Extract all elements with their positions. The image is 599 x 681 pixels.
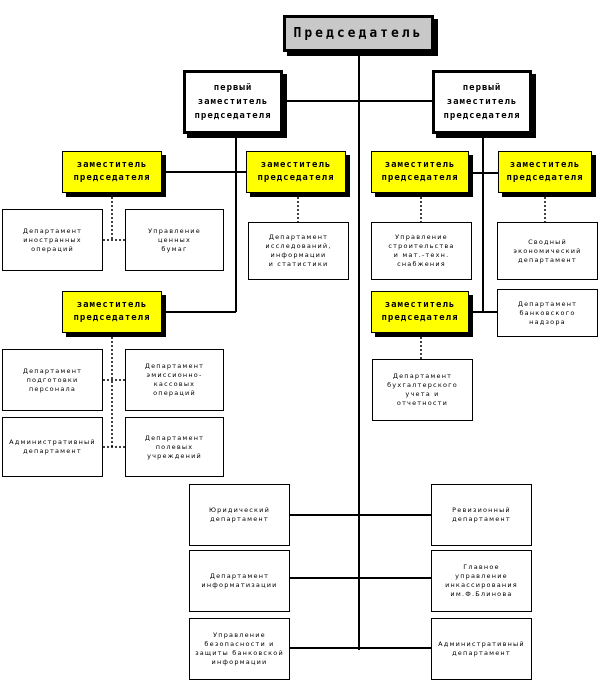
dept-emission: Департамент эмиссионно- кассовых операци… (125, 349, 224, 411)
chairman-box: Председатель (283, 15, 434, 52)
deputy-right-top-b: заместитель председателя (498, 151, 592, 193)
dept-field: Департамент полевых учреждений (125, 417, 224, 477)
dept-bank-supervision: Департамент банковского надзора (497, 289, 598, 337)
dept-foreign-operations: Департамент иностранных операций (2, 209, 103, 271)
deputy-left-bottom: заместитель председателя (62, 291, 162, 333)
dept-personnel: Департамент подготовки персонала (2, 349, 103, 411)
deputy-right-mid: заместитель председателя (371, 291, 469, 333)
dept-informatization: Департамент информатизации (189, 550, 290, 612)
dept-legal: Юридический департамент (189, 484, 290, 546)
dept-main-directorate: Главное управление инкассирования им.Ф.Б… (431, 550, 532, 612)
dept-construction: Управление строительства и мат.-техн. сн… (371, 222, 472, 280)
dept-administrative-left: Административный департамент (2, 417, 103, 477)
dept-security: Управление безопасности и защиты банковс… (189, 618, 290, 680)
deputy-left-top: заместитель председателя (62, 151, 162, 193)
dept-audit: Ревизионный департамент (431, 484, 532, 546)
dept-administrative-right: Административный департамент (431, 618, 532, 680)
dept-securities: Управление ценных бумаг (125, 209, 224, 271)
dept-economic: Сводный экономический департамент (497, 222, 598, 280)
dept-research: Департамент исследований, информации и с… (248, 222, 349, 280)
first-deputy-right: первый заместитель председателя (432, 70, 532, 134)
dept-accounting: Департамент бухгалтерского учета и отчет… (372, 359, 473, 421)
deputy-right-top-a: заместитель председателя (371, 151, 469, 193)
first-deputy-left: первый заместитель председателя (183, 70, 283, 134)
deputy-center-left: заместитель председателя (246, 151, 346, 193)
